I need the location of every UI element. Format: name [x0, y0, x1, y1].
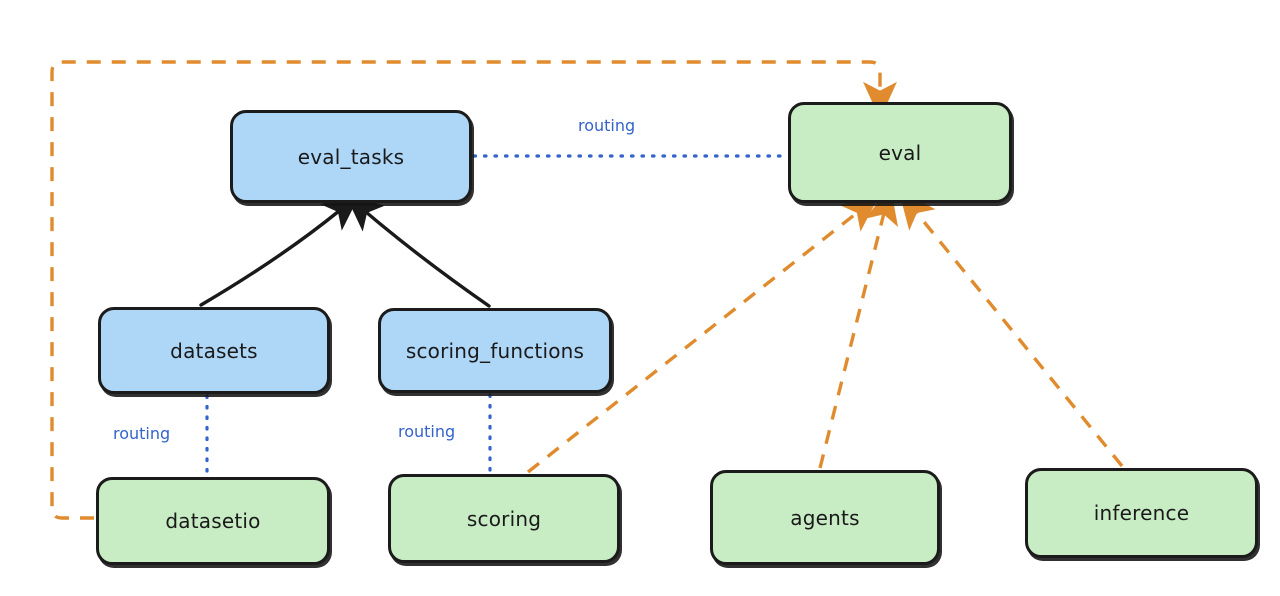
node-datasets[interactable]: datasets: [98, 307, 330, 394]
node-scoring-functions[interactable]: scoring_functions: [378, 308, 612, 393]
node-label-inference: inference: [1093, 501, 1190, 525]
node-agents[interactable]: agents: [710, 470, 940, 565]
edge-label-routing-top: routing: [578, 116, 636, 135]
edge-label-routing-left: routing: [113, 424, 171, 443]
node-label-scoring-functions: scoring_functions: [405, 338, 585, 363]
node-inference[interactable]: inference: [1025, 468, 1258, 558]
node-label-agents: agents: [790, 505, 860, 530]
node-eval-tasks[interactable]: eval_tasks: [230, 110, 472, 203]
node-scoring[interactable]: scoring: [388, 474, 620, 563]
node-label-datasets: datasets: [170, 338, 258, 363]
node-label-eval-tasks: eval_tasks: [297, 144, 405, 169]
edge-agents-to-eval: [818, 186, 899, 469]
node-datasetio[interactable]: datasetio: [96, 477, 330, 565]
node-eval[interactable]: eval: [788, 102, 1012, 203]
edge-datasets-to-eval_tasks: [199, 193, 361, 307]
edge-scoring_functions-to-eval_tasks: [345, 194, 491, 308]
node-label-scoring: scoring: [466, 506, 542, 531]
edge-label-routing-middle: routing: [398, 422, 456, 441]
node-label-eval: eval: [878, 140, 922, 165]
node-label-datasetio: datasetio: [165, 509, 261, 533]
edge-scoring-to-eval: [526, 195, 880, 474]
edge-inference-to-eval: [898, 190, 1124, 468]
